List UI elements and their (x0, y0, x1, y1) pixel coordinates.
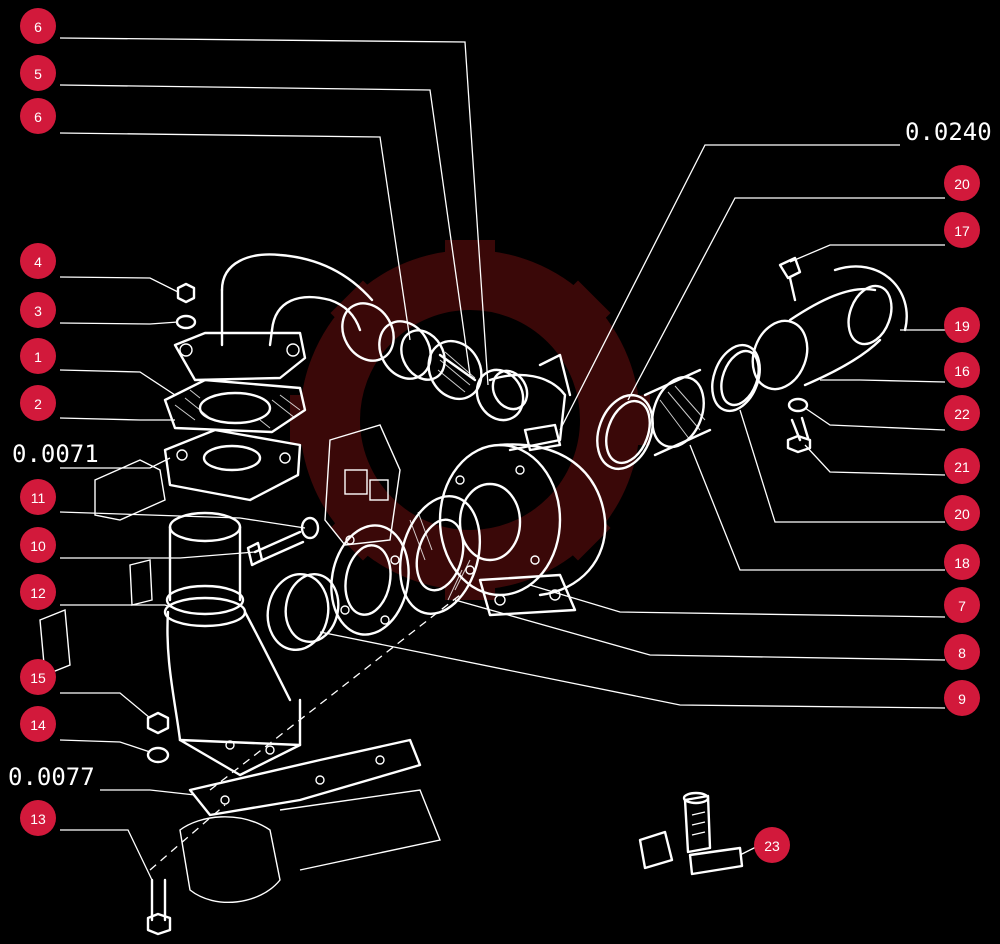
callout-c20a: 20 (944, 165, 980, 201)
callout-badge-circle (20, 98, 56, 134)
callout-label: 2 (34, 396, 42, 412)
callout-c23: 23 (754, 827, 790, 863)
callout-c15: 15 (20, 659, 56, 695)
bolt-10 (253, 530, 305, 564)
callout-c7: 7 (944, 587, 980, 623)
callout-c14: 14 (20, 706, 56, 742)
callout-label: 15 (30, 670, 46, 686)
callout-c3: 3 (20, 292, 56, 328)
callout-c12: 12 (20, 574, 56, 610)
callout-badge-circle (944, 307, 980, 343)
callout-label: 22 (954, 406, 970, 422)
callout-c11: 11 (20, 479, 56, 515)
callout-label: 20 (954, 506, 970, 522)
part-code-0240: 0.0240 (905, 118, 992, 146)
tool-kit (638, 791, 744, 876)
nut-4 (176, 282, 196, 304)
callout-badge-circle (944, 165, 980, 201)
nut-15 (146, 711, 170, 735)
intake-hose-assembly (596, 265, 908, 470)
callout-badge-circle (944, 212, 980, 248)
callout-label: 17 (954, 223, 970, 239)
callout-badge-circle (944, 680, 980, 716)
callout-badge-circle (944, 352, 980, 388)
callout-badge-circle (754, 827, 790, 863)
callout-c10: 10 (20, 527, 56, 563)
callout-label: 4 (34, 254, 42, 270)
callout-c6b: 6 (20, 98, 56, 134)
callout-badge-circle (20, 527, 56, 563)
outlet-pipe-bracket (163, 511, 422, 817)
callout-badge-circle (20, 385, 56, 421)
callout-label: 14 (30, 717, 46, 733)
callout-label: 3 (34, 303, 42, 319)
callout-badge-circle (944, 587, 980, 623)
callout-badge-circle (20, 8, 56, 44)
callout-c5: 5 (20, 55, 56, 91)
callout-badge-circle (20, 574, 56, 610)
washer-14 (146, 746, 170, 764)
callout-label: 6 (34, 109, 42, 125)
bolt-13 (150, 878, 167, 922)
flange-gasket (163, 378, 307, 434)
callout-badge-circle (20, 659, 56, 695)
washer-3 (175, 314, 197, 330)
callout-label: 6 (34, 19, 42, 35)
callout-c9: 9 (944, 680, 980, 716)
callout-c1: 1 (20, 338, 56, 374)
callout-badge-circle (20, 55, 56, 91)
callout-badge-circle (944, 495, 980, 531)
callout-label: 7 (958, 598, 966, 614)
fasteners (146, 256, 812, 936)
callout-label: 20 (954, 176, 970, 192)
callout-label: 8 (958, 645, 966, 661)
callout-label: 11 (31, 490, 46, 506)
callout-c19: 19 (944, 307, 980, 343)
callout-c2: 2 (20, 385, 56, 421)
callout-badge-circle (944, 448, 980, 484)
callout-c16: 16 (944, 352, 980, 388)
callout-badge-circle (944, 395, 980, 431)
callout-c21: 21 (944, 448, 980, 484)
callout-label: 18 (954, 555, 970, 571)
callout-label: 12 (30, 585, 46, 601)
callout-badge-circle (20, 292, 56, 328)
callout-c13: 13 (20, 800, 56, 836)
part-code-0071: 0.0071 (12, 440, 99, 468)
callout-label: 23 (764, 838, 780, 854)
callout-label: 9 (958, 691, 966, 707)
callout-label: 10 (30, 538, 46, 554)
callout-c4: 4 (20, 243, 56, 279)
callout-label: 16 (954, 363, 970, 379)
callout-c18: 18 (944, 544, 980, 580)
callout-badge-circle (944, 544, 980, 580)
callout-label: 13 (30, 811, 46, 827)
callout-badge-circle (20, 706, 56, 742)
callout-label: 1 (34, 349, 42, 365)
flange-plate (163, 428, 302, 502)
callout-badge-circle (944, 634, 980, 670)
callout-label: 5 (34, 66, 42, 82)
callout-badge-circle (20, 800, 56, 836)
callout-c17: 17 (944, 212, 980, 248)
engine-block-outline (39, 424, 441, 903)
callout-badge-circle (20, 338, 56, 374)
bolt-17 (778, 256, 802, 280)
callout-label: 19 (954, 318, 970, 334)
washer-22 (787, 397, 809, 413)
lower-ring-set (266, 495, 482, 651)
exhaust-elbow-pipe (173, 253, 395, 382)
part-code-0077: 0.0077 (8, 763, 95, 791)
callout-c8: 8 (944, 634, 980, 670)
callout-c6a: 6 (20, 8, 56, 44)
callout-label: 21 (954, 459, 970, 475)
callout-c22: 22 (944, 395, 980, 431)
callout-c20b: 20 (944, 495, 980, 531)
leader-lines (59, 37, 946, 881)
callout-badge-circle (20, 243, 56, 279)
callout-badge-circle (20, 479, 56, 515)
